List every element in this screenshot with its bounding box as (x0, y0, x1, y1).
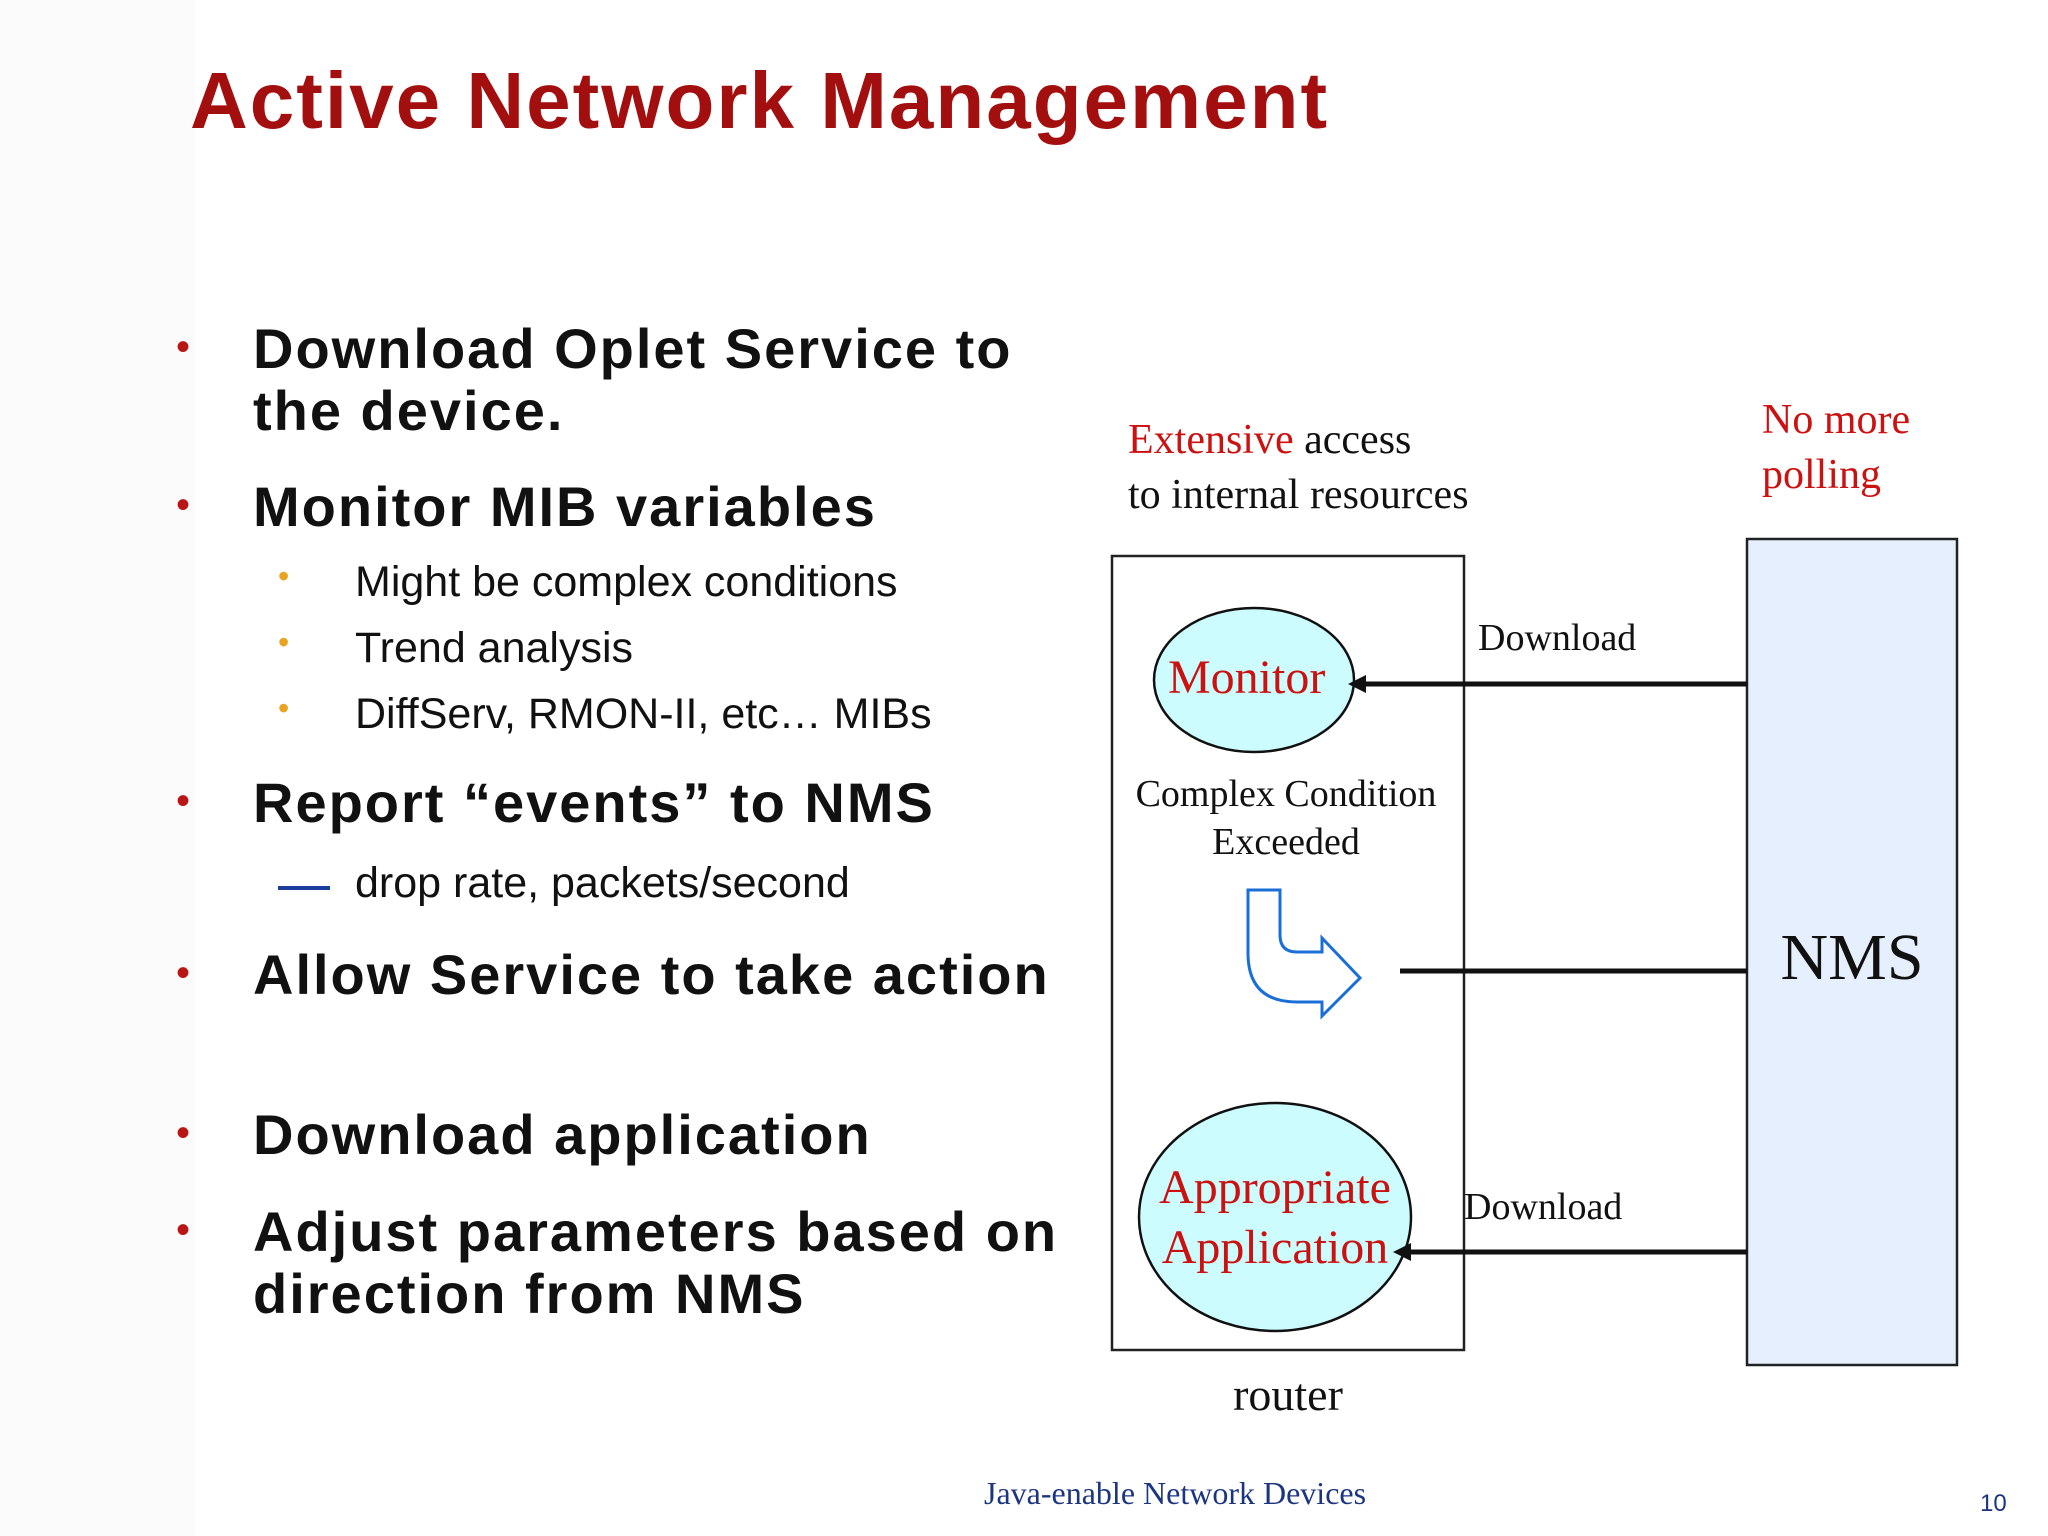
bullet-adjust-params: Adjust parameters based on direction fro… (253, 1200, 1059, 1325)
bullet-download-oplet: Download Oplet Service to the device. (253, 317, 1013, 442)
arrowhead-top (1348, 675, 1366, 693)
bullet-list: • Download Oplet Service to the device. … (0, 0, 1100, 1400)
download-label-bottom: Download (1464, 1186, 1623, 1228)
bullet-dot: • (176, 779, 191, 823)
bullet-monitor-mib: Monitor MIB variables (253, 475, 877, 538)
nms-label: NMS (1780, 921, 1924, 994)
left-margin-shade (0, 0, 195, 1536)
slide-footer: Java-enable Network Devices (984, 1475, 1367, 1511)
bullet-dot: • (176, 951, 191, 995)
bullet-dot: • (176, 1208, 191, 1252)
access-label-rest: access (1293, 417, 1412, 463)
condition-label-line2: Exceeded (1212, 821, 1360, 863)
monitor-label: Monitor (1168, 651, 1326, 704)
bullet-dot: • (176, 483, 191, 527)
bullet-dot: • (176, 1111, 191, 1155)
dash-item-drop-rate: drop rate, packets/second (355, 859, 850, 907)
download-label-top: Download (1478, 617, 1637, 659)
nms-box (1745, 537, 1959, 1367)
bullet-download-app: Download application (253, 1103, 872, 1166)
dash-marker (278, 886, 330, 890)
polling-label-line1: No more (1762, 397, 1911, 443)
application-label-line1: Appropriate (1159, 1161, 1391, 1214)
access-label-line1: Extensive access (1128, 416, 1411, 464)
sub-bullet-trend: Trend analysis (355, 624, 634, 672)
access-label-line2: to internal resources (1128, 472, 1469, 518)
application-ellipse (1137, 1101, 1413, 1333)
sub-bullet-dot: • (278, 624, 290, 660)
bullet-report-events: Report “events” to NMS (253, 771, 935, 834)
condition-label-line1: Complex Condition (1135, 773, 1437, 815)
sub-bullet-dot: • (278, 558, 290, 594)
bullet-allow-service: Allow Service to take action (253, 943, 1050, 1006)
monitor-ellipse (1152, 606, 1356, 754)
polling-label-line2: polling (1762, 452, 1882, 498)
arrowhead-bottom (1393, 1243, 1411, 1261)
access-label-highlight: Extensive (1128, 417, 1294, 463)
sub-bullet-dot: • (278, 690, 290, 726)
sub-bullet-diffserv: DiffServ, RMON-II, etc… MIBs (355, 690, 932, 738)
bullet-dot: • (176, 325, 191, 369)
application-label-line2: Application (1161, 1221, 1389, 1274)
page-number: 10 (1980, 1490, 2007, 1517)
sub-bullet-complex: Might be complex conditions (355, 558, 898, 606)
router-label: router (1233, 1369, 1343, 1420)
slide-title: Active Network Management (190, 56, 1330, 145)
curved-arrow-icon (1246, 888, 1363, 1020)
